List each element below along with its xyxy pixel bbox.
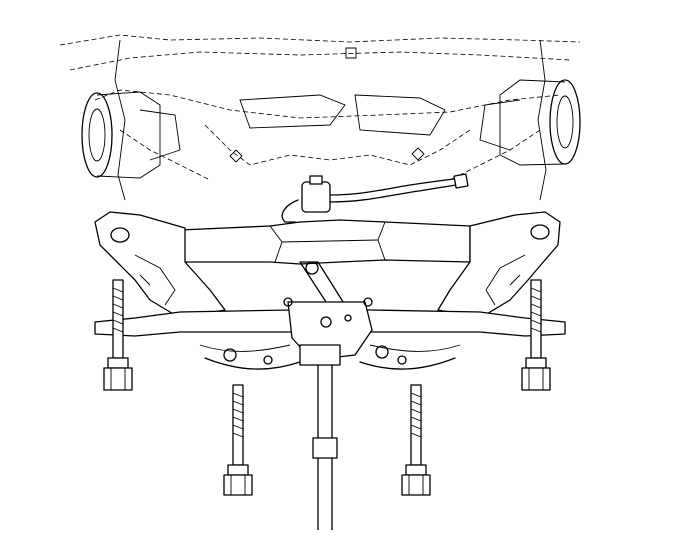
steering-shaft: [312, 364, 338, 531]
subframe-bolt-rear-right: [521, 279, 551, 391]
brake-hose: [281, 173, 469, 223]
right-brake-disc: [479, 79, 581, 166]
subframe-bolt-front-left: [223, 384, 253, 496]
vehicle-underbody: [59, 34, 581, 201]
subframe-bolt-front-right: [401, 384, 431, 496]
left-brake-disc: [81, 91, 181, 179]
subframe-bolt-rear-left: [103, 279, 133, 391]
steering-gear: [283, 261, 373, 366]
front-subframe: [94, 211, 561, 319]
